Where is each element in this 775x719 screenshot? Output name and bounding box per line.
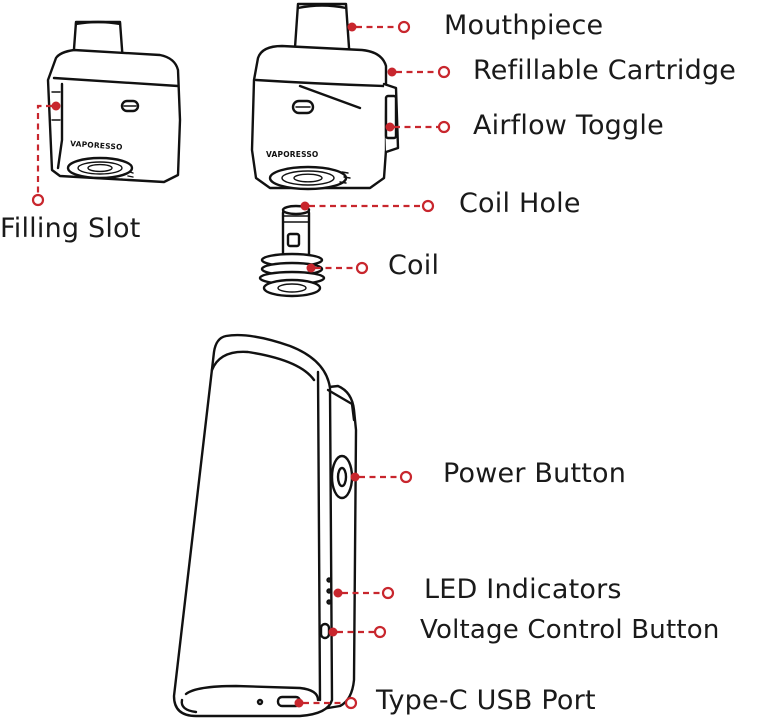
leader-led-indicators: [333, 586, 395, 600]
mod-body: [172, 333, 358, 718]
coil-drawing: [258, 204, 326, 298]
brand-text-right: VAPORESSO: [266, 150, 319, 159]
label-mouthpiece: Mouthpiece: [444, 10, 604, 41]
leader-power-button: [350, 470, 413, 484]
cartridge-left-view: VAPORESSO: [46, 20, 182, 184]
label-coil-hole: Coil Hole: [459, 188, 581, 219]
leader-refillable-cartridge: [387, 65, 451, 79]
label-power-button: Power Button: [443, 458, 627, 489]
leader-filling-slot: [31, 101, 61, 207]
leader-coil-hole: [300, 199, 435, 213]
brand-text-left: VAPORESSO: [70, 139, 123, 152]
leader-airflow-toggle: [385, 120, 451, 134]
label-type-c-usb-port: Type-C USB Port: [376, 685, 596, 716]
label-refillable-cartridge: Refillable Cartridge: [473, 55, 737, 86]
leader-voltage-control-button: [328, 625, 387, 639]
label-filling-slot: Filling Slot: [0, 213, 141, 244]
leader-coil: [306, 261, 369, 275]
cartridge-right-view: VAPORESSO: [250, 2, 400, 191]
label-coil: Coil: [388, 250, 440, 281]
label-led-indicators: LED Indicators: [424, 574, 622, 605]
leader-mouthpiece: [347, 20, 411, 34]
label-airflow-toggle: Airflow Toggle: [473, 110, 664, 141]
leader-type-c-usb-port: [294, 696, 358, 710]
label-voltage-control-button: Voltage Control Button: [420, 615, 720, 645]
